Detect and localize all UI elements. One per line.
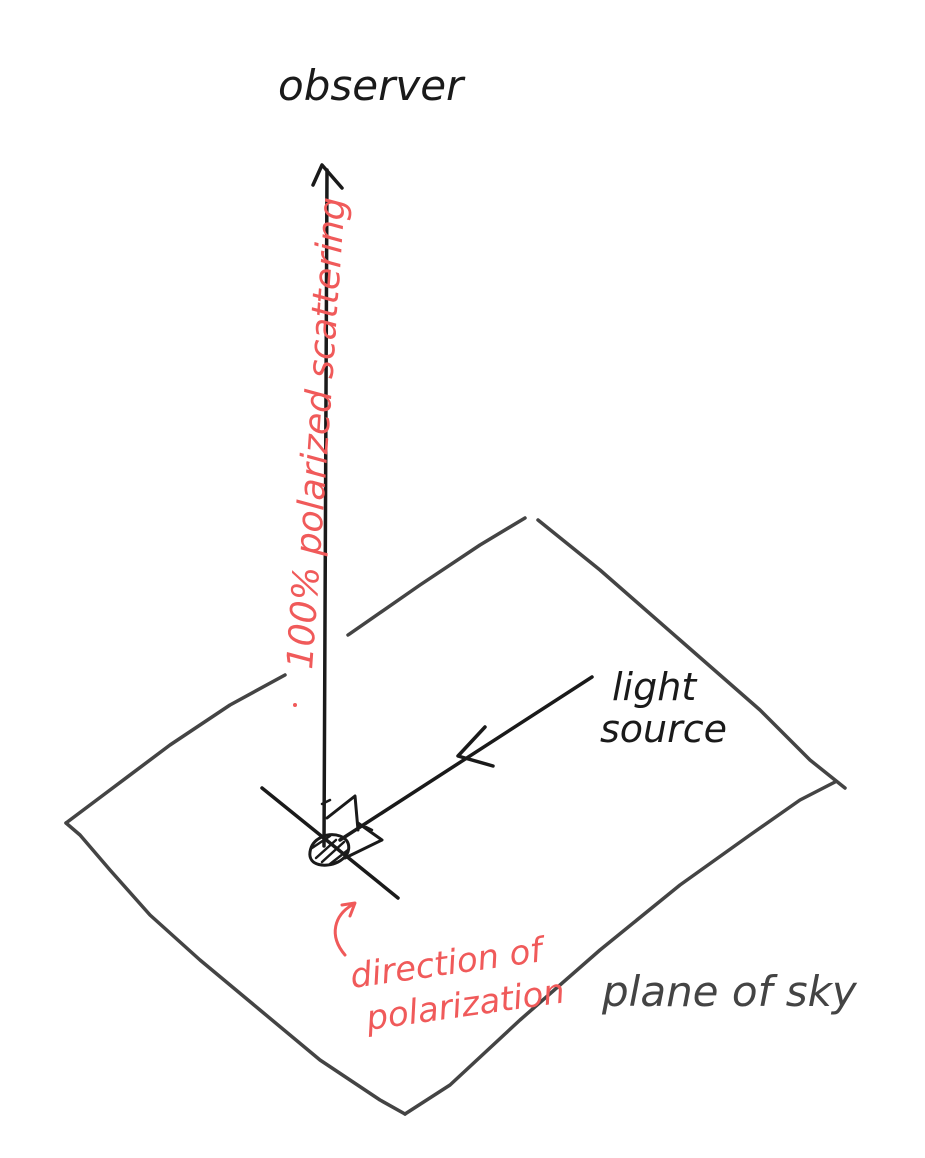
- polarization-pointer-head: [340, 901, 357, 918]
- tick-mark: [320, 798, 332, 806]
- right-angle-marker-horizontal: [343, 821, 384, 860]
- right-angle-markers: [320, 794, 384, 860]
- observer-label: observer: [278, 61, 466, 110]
- plane-edge-bottom-left: [64, 821, 407, 1116]
- observer-ray-line: [322, 168, 329, 848]
- plane-of-sky: [64, 516, 847, 1116]
- plane-edge-top-middle: [346, 516, 527, 637]
- polarization-direction-line: [260, 786, 400, 900]
- right-angle-marker-vertical: [325, 794, 360, 832]
- observer-arrowhead: [311, 163, 344, 190]
- particle-scribble: [310, 834, 350, 866]
- light-source-label-line1: light: [612, 665, 698, 709]
- light-source-label-line2: source: [600, 707, 727, 751]
- particle-outline: [308, 833, 351, 867]
- polarization-pointer-curve: [333, 903, 354, 957]
- plane-edge-right: [536, 518, 847, 790]
- plane-edge-bottom-right: [403, 780, 837, 1116]
- plane-edge-top-left: [64, 673, 287, 825]
- plane-of-sky-label: plane of sky: [601, 967, 858, 1016]
- polarization-pointer: [333, 901, 357, 957]
- scattering-label: 100% polarized scattering: [280, 196, 354, 671]
- observer-ray: [311, 163, 344, 848]
- light-arrowhead: [456, 725, 495, 768]
- tick-mark-2: [364, 825, 374, 832]
- red-dot: [293, 703, 297, 707]
- scattering-particle: [308, 833, 351, 867]
- light-source-ray: [338, 675, 594, 842]
